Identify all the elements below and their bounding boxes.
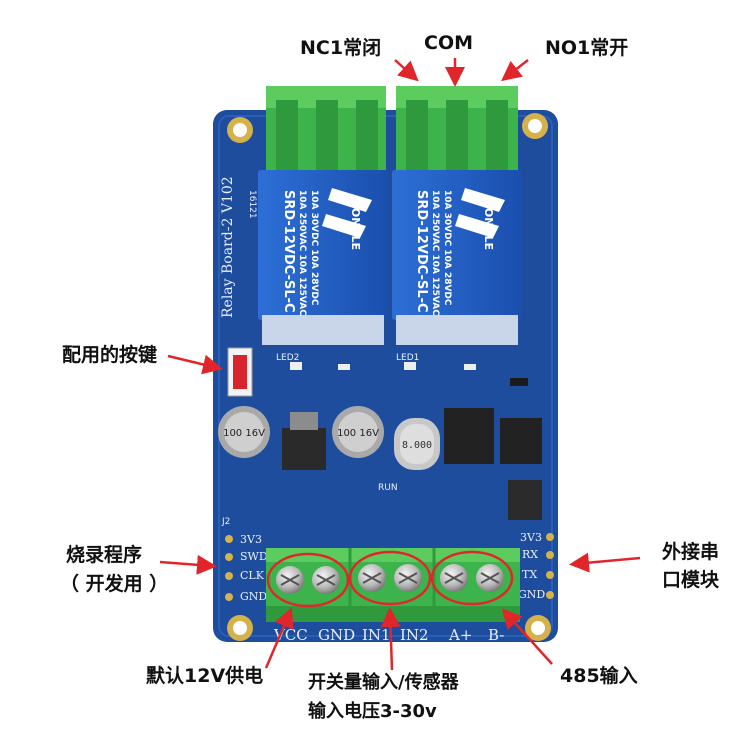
relay-2-logo — [455, 188, 505, 238]
relay-1: SRD-12VDC-SL-C 10A 250VAC 10A 125VAC 10A… — [258, 170, 388, 345]
annotation-rs485: 485输入 — [560, 665, 638, 687]
capacitor-2-label: 100 16V — [337, 428, 379, 439]
annotation-burn-line2: （ 开发用 ） — [60, 573, 169, 595]
header-left-pin-1: 3V3 — [240, 533, 262, 546]
annotation-uart-line1: 外接串 — [662, 541, 720, 563]
led2-label: LED2 — [276, 353, 299, 363]
header-right-pin-2: RX — [522, 548, 538, 561]
header-right-pin-1: 3V3 — [520, 531, 542, 544]
annotation-com: COM — [424, 32, 474, 54]
annotation-button: 配用的按键 — [62, 344, 158, 366]
terminal-label-a-plus: A+ — [448, 626, 472, 644]
header-right-pin-3: TX — [522, 568, 537, 581]
push-button — [227, 347, 253, 397]
relay-1-rating-2: 10A 30VDC 10A 28VDC — [309, 190, 319, 306]
relay-1-logo — [322, 188, 372, 238]
leds-row: LED2 LED1 — [276, 353, 528, 386]
arrow-nc1 — [394, 59, 419, 82]
voltage-regulator — [282, 428, 326, 470]
terminal-label-in2: IN2 — [400, 626, 429, 644]
annotation-input-line1: 开关量输入/传感器 — [308, 672, 459, 693]
annotation-input-line2: 输入电压3-30v — [308, 701, 437, 722]
input-terminal-circle — [348, 550, 432, 606]
board-code-silkscreen: 16121 — [247, 190, 257, 219]
relay-2: SRD-12VDC-SL-C 10A 250VAC 10A 125VAC 10A… — [392, 170, 522, 345]
arrow-input — [380, 607, 401, 671]
relay-1-model: SRD-12VDC-SL-C — [281, 190, 296, 313]
red-callouts — [266, 550, 514, 608]
terminal-label-in1: IN1 — [362, 626, 391, 644]
relay-2-rating-1: 10A 250VAC 10A 125VAC — [430, 190, 440, 316]
arrow-rs485 — [501, 608, 553, 665]
run-label: RUN — [378, 483, 398, 493]
callout-arrows — [159, 58, 641, 671]
arrow-power — [264, 607, 294, 669]
board-name-silkscreen: Relay Board-2 V102 — [220, 176, 236, 318]
annotation-no1: NO1常开 — [545, 37, 629, 59]
uart-header: 3V3 RX TX GND — [518, 531, 554, 601]
header-left-pin-2: SWD — [240, 550, 268, 563]
header-right-pin-4: GND — [518, 588, 545, 601]
annotation-burn-line1: 烧录程序 — [66, 544, 143, 566]
relay-2-rating-2: 10A 30VDC 10A 28VDC — [442, 190, 452, 306]
capacitor-2: 100 16V — [332, 406, 384, 458]
header-left-pin-4: GND — [240, 590, 267, 603]
annotation-nc1: NC1常闭 — [300, 37, 382, 59]
relay-2-model: SRD-12VDC-SL-C — [414, 190, 429, 313]
terminal-label-b-minus: B- — [488, 626, 504, 644]
rs485-terminal-circle — [430, 550, 514, 606]
relay-terminal-block-2 — [396, 86, 518, 178]
annotation-uart-line2: 口模块 — [662, 569, 720, 591]
arrow-burn — [159, 554, 217, 575]
annotation-power: 默认12V供电 — [146, 665, 264, 687]
power-terminal-circle — [266, 552, 350, 608]
capacitor-1: 100 16V — [218, 406, 270, 458]
j2-label: J2 — [221, 517, 230, 527]
terminal-label-gnd: GND — [318, 626, 355, 644]
led1-label: LED1 — [396, 353, 419, 363]
capacitor-1-label: 100 16V — [223, 428, 265, 439]
arrow-button — [167, 354, 223, 375]
header-left-pin-3: CLK — [240, 569, 265, 582]
programming-header: J2 3V3 SWD CLK GND — [221, 517, 268, 603]
relay-1-rating-1: 10A 250VAC 10A 125VAC — [297, 190, 307, 316]
microcontroller-ic — [444, 408, 494, 464]
terminal-screws — [276, 564, 504, 594]
arrow-no1 — [501, 59, 529, 82]
crystal-label: 8.000 — [402, 440, 432, 451]
mounting-holes — [227, 113, 551, 641]
crystal-oscillator: 8.000 — [394, 418, 440, 470]
relay-terminal-block-1 — [266, 86, 386, 178]
terminal-labels: VCC GND IN1 IN2 A+ B- — [273, 626, 504, 644]
arrow-uart — [569, 552, 641, 573]
bridge-rectifier — [508, 480, 542, 520]
rs485-ic — [500, 418, 542, 464]
